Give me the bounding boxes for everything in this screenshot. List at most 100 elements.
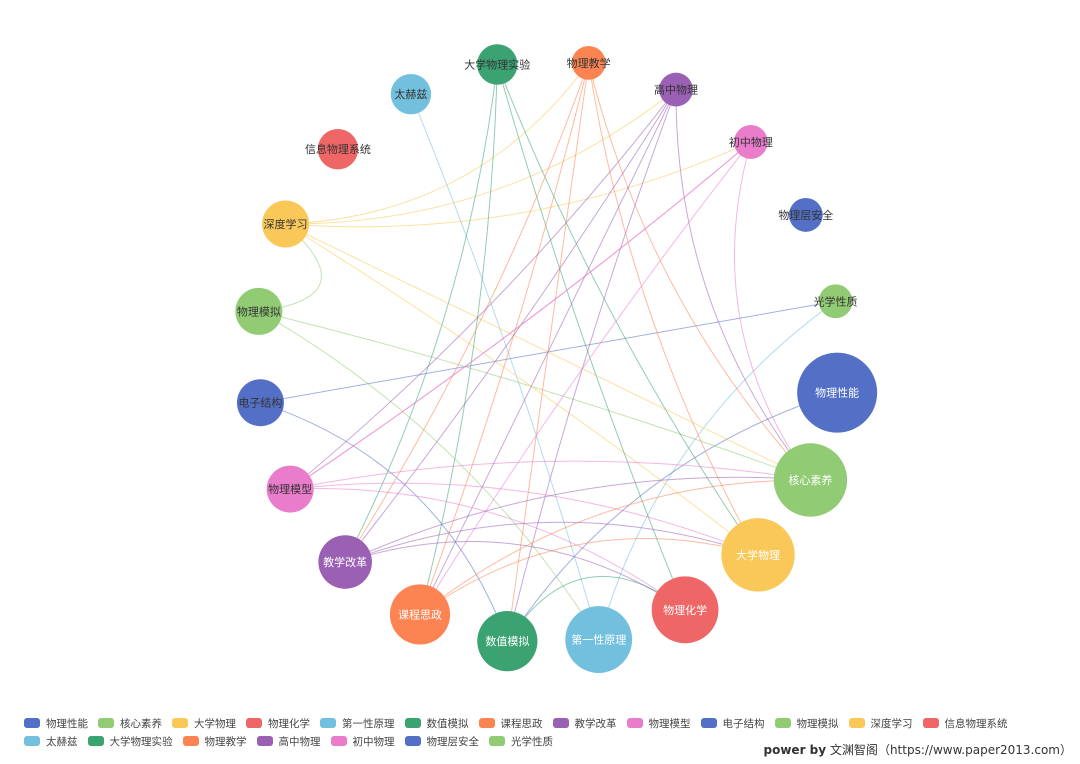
legend-label: 初中物理 — [352, 735, 395, 748]
legend-label: 物理模拟 — [796, 717, 839, 730]
legend-swatch — [922, 718, 939, 728]
legend-item[interactable]: 物理教学 — [182, 734, 247, 748]
graph-link — [290, 460, 811, 490]
legend-item[interactable]: 物理性能 — [24, 716, 88, 730]
graph-node-circle[interactable] — [565, 606, 633, 673]
legend-label: 电子结构 — [722, 717, 765, 730]
footer-brand: 文渊智阁 — [829, 743, 878, 757]
legend-item[interactable]: 物理模拟 — [774, 716, 839, 730]
legend-item[interactable]: 大学物理实验 — [87, 734, 173, 748]
graph-node-circle[interactable] — [721, 518, 795, 592]
graph-link — [260, 402, 508, 642]
graph-node[interactable]: 物理模拟 — [235, 287, 283, 335]
footer-credit: power by 文渊智阁（https://www.paper2013.com） — [764, 741, 1072, 758]
graph-node-label: 物理模拟 — [237, 304, 281, 318]
graph-node[interactable]: 核心素养 — [773, 443, 848, 517]
legend-swatch — [98, 718, 114, 728]
legend-label: 第一性原理 — [342, 717, 395, 730]
graph-node[interactable]: 物理性能 — [797, 352, 878, 433]
graph-node-label: 光学性质 — [814, 294, 858, 308]
graph-node-circle[interactable] — [477, 611, 538, 672]
graph-node-circle[interactable] — [773, 443, 848, 517]
graph-node[interactable]: 高中物理 — [654, 72, 698, 107]
legend-swatch — [320, 718, 336, 728]
legend-label: 物理化学 — [268, 717, 310, 730]
graph-node[interactable]: 大学物理实验 — [464, 44, 530, 85]
graph-node-circle[interactable] — [788, 198, 823, 232]
legend-item[interactable]: 核心素养 — [98, 716, 162, 730]
graph-node-circle[interactable] — [651, 576, 719, 644]
legend-item[interactable]: 光学性质 — [489, 734, 553, 748]
legend-swatch — [87, 736, 104, 746]
graph-node[interactable]: 初中物理 — [729, 125, 773, 159]
graph-node-circle[interactable] — [797, 352, 878, 433]
legend-item[interactable]: 物理化学 — [246, 716, 310, 730]
legend-label: 太赫兹 — [46, 735, 78, 748]
graph-node-label: 物理教学 — [567, 56, 611, 70]
graph-node[interactable]: 第一性原理 — [565, 606, 633, 673]
graph-node[interactable]: 电子结构 — [236, 379, 284, 427]
legend-label: 大学物理 — [194, 717, 236, 730]
graph-node-circle[interactable] — [236, 379, 284, 427]
graph-link — [285, 223, 759, 556]
graph-node[interactable]: 深度学习 — [262, 200, 310, 248]
graph-link — [344, 521, 759, 563]
graph-node-circle[interactable] — [733, 125, 768, 159]
graph-node-label: 物理化学 — [663, 603, 707, 617]
graph-node[interactable]: 物理教学 — [567, 45, 611, 80]
legend-item[interactable]: 初中物理 — [330, 734, 395, 748]
legend-item[interactable]: 信息物理系统 — [922, 716, 1008, 730]
footer-prefix: power by — [763, 743, 827, 757]
graph-link — [588, 62, 759, 556]
graph-node-circle[interactable] — [659, 72, 693, 107]
graph-node[interactable]: 物理模型 — [266, 465, 314, 513]
graph-node[interactable]: 大学物理 — [721, 518, 795, 592]
graph-node[interactable]: 数值模拟 — [477, 611, 538, 672]
graph-link — [419, 141, 752, 615]
graph-node[interactable]: 教学改革 — [318, 535, 372, 589]
legend-label: 物理层安全 — [426, 735, 480, 748]
legend-swatch — [404, 718, 421, 728]
graph-node-circle[interactable] — [390, 73, 432, 115]
graph-node[interactable]: 信息物理系统 — [305, 128, 371, 170]
legend: 物理性能核心素养 大学物理 物理化学 第一性原理数值模拟课程思政教学改革物理模型 电子结… — [24, 716, 1064, 748]
legend-item[interactable]: 课程思政 — [478, 716, 543, 730]
graph-node[interactable]: 物理化学 — [651, 576, 719, 644]
graph-node-circle[interactable] — [389, 584, 451, 645]
legend-swatch — [404, 736, 421, 746]
legend-label: 大学物理实验 — [109, 735, 173, 748]
legend-item[interactable]: 物理模型 — [626, 716, 691, 730]
graph-link — [344, 64, 498, 563]
graph-link — [289, 141, 752, 490]
legend-item[interactable]: 高中物理 — [256, 734, 321, 748]
legend-item[interactable]: 深度学习 — [848, 716, 913, 730]
legend-swatch — [489, 736, 505, 746]
graph-link — [419, 64, 498, 615]
graph-link — [258, 310, 811, 481]
legend-item[interactable]: 太赫兹 — [24, 734, 78, 748]
graph-node-circle[interactable] — [317, 128, 359, 170]
legend-item[interactable]: 第一性原理 — [320, 716, 395, 730]
graph-node-circle[interactable] — [266, 465, 314, 513]
graph-node-label: 大学物理 — [736, 548, 780, 562]
legend-item[interactable]: 大学物理 — [172, 716, 236, 730]
graph-node-circle[interactable] — [235, 287, 283, 335]
graph-node-circle[interactable] — [818, 284, 853, 319]
graph-link — [289, 89, 677, 490]
footer-url: （https://www.paper2013.com） — [877, 743, 1072, 757]
graph-node-circle[interactable] — [477, 44, 518, 85]
legend-item[interactable]: 数值模拟 — [404, 716, 469, 730]
graph-link — [290, 488, 686, 611]
legend-item[interactable]: 教学改革 — [552, 716, 617, 730]
graph-node[interactable]: 太赫兹 — [390, 73, 432, 115]
graph-node[interactable]: 课程思政 — [389, 584, 451, 645]
graph-node-label: 第一性原理 — [571, 633, 626, 647]
graph-node[interactable]: 光学性质 — [814, 284, 858, 319]
legend-item[interactable]: 物理层安全 — [404, 734, 480, 748]
graph-node-circle[interactable] — [318, 535, 372, 589]
graph-node[interactable]: 物理层安全 — [778, 198, 833, 232]
graph-node-circle[interactable] — [262, 200, 310, 248]
legend-item[interactable]: 电子结构 — [700, 716, 765, 730]
graph-node-circle[interactable] — [571, 45, 606, 80]
